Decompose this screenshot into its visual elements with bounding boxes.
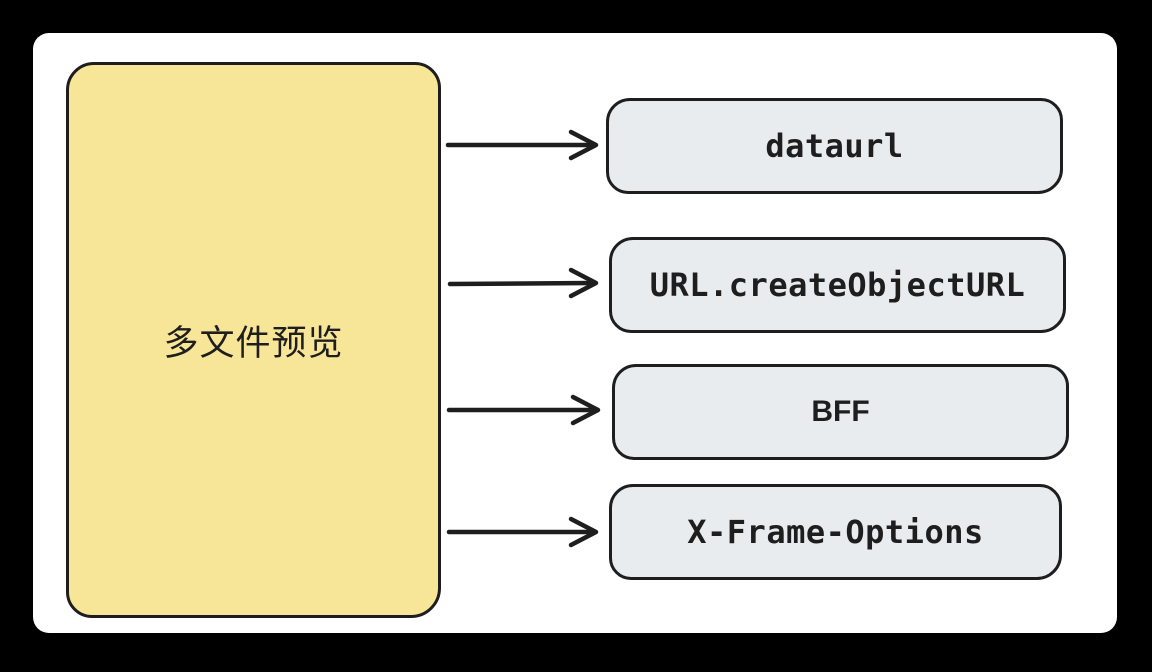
target-node-label: X-Frame-Options [687, 513, 984, 551]
target-node-label: BFF [811, 395, 870, 428]
target-node-dataurl: dataurl [606, 98, 1063, 194]
target-node-bff: BFF [612, 364, 1069, 460]
target-node-createobjecturl: URL.createObjectURL [609, 237, 1066, 333]
source-node-label: 多文件预览 [163, 323, 344, 363]
target-node-x-frame-options: X-Frame-Options [609, 484, 1062, 580]
target-node-label: dataurl [765, 127, 904, 165]
source-node-multi-file-preview: 多文件预览 [66, 62, 441, 618]
target-node-label: URL.createObjectURL [649, 266, 1026, 304]
